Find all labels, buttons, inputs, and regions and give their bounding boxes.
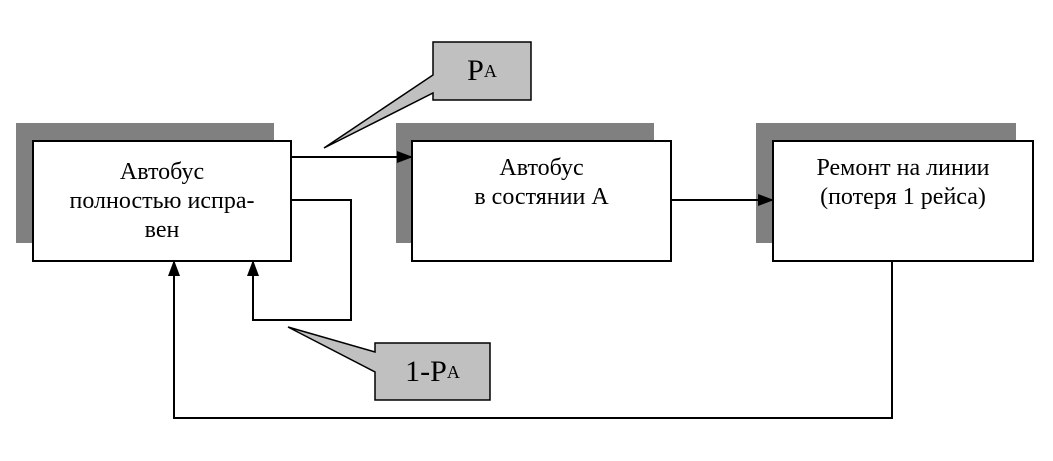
arrow-box1-self-loop	[247, 199, 352, 321]
state-box-line-repair: Ремонт на линии (потеря 1 рейса)	[772, 140, 1034, 262]
callout-pa-main: P	[467, 54, 484, 87]
callout-one-minus-pa-sub: A	[446, 361, 460, 382]
box3-line-1: Ремонт на линии	[816, 155, 990, 181]
box1-line-3: вен	[144, 216, 180, 243]
callout-pa-shape	[323, 41, 532, 149]
state-box-fully-operational: Автобус полностью испра- вен	[32, 140, 292, 262]
box2-line-2: в состянии А	[474, 184, 609, 210]
callout-one-minus-pa-main: 1-P	[405, 354, 447, 388]
box3-line-2: (потеря 1 рейса)	[820, 184, 986, 210]
arrow-box3-to-box1	[168, 260, 893, 419]
callout-pa-sub: A	[483, 61, 497, 81]
state-box-state-a: Автобус в состянии А	[411, 140, 672, 262]
box1-line-1: Автобус	[119, 158, 205, 185]
box1-line-2: полностью испра-	[69, 187, 255, 214]
box2-line-1: Автобус	[499, 155, 584, 181]
callout-one-minus-pa-shape	[287, 326, 491, 401]
